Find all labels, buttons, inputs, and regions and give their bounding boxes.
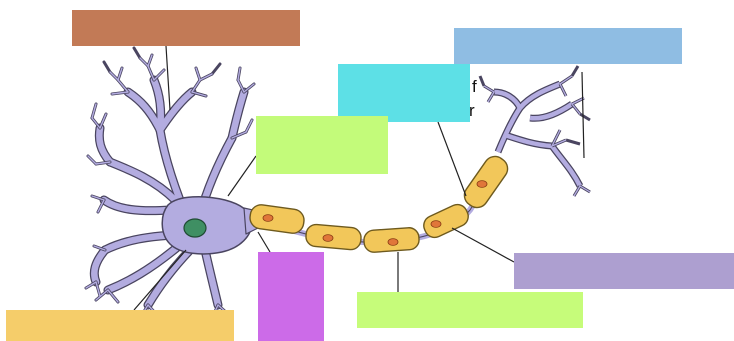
leader-line <box>166 46 170 110</box>
nucleus-label-box[interactable] <box>6 310 234 341</box>
neuron-body-group <box>86 48 262 318</box>
schwann-cell-label-box[interactable] <box>338 64 470 122</box>
dendrites-label-box[interactable] <box>72 10 300 46</box>
schwann-cell <box>363 227 419 253</box>
dendrite-trunks <box>94 80 244 305</box>
node-of-ranvier-label-box[interactable] <box>357 292 583 328</box>
schwann-cell <box>249 203 306 234</box>
leader-line <box>228 156 256 196</box>
soma <box>162 197 252 254</box>
schwann-cell <box>460 152 512 212</box>
cell-body-label-box[interactable] <box>256 116 388 174</box>
leader-line <box>258 232 270 252</box>
myelin-sheath-label-box[interactable] <box>514 253 734 289</box>
stray-text-lower: r <box>469 102 475 119</box>
axon-label-box[interactable] <box>258 252 324 341</box>
leader-line <box>452 228 514 262</box>
nucleus <box>184 219 206 237</box>
leader-line <box>438 122 466 196</box>
stray-text-upper: f <box>472 78 477 95</box>
axon-terminal-label-box[interactable] <box>454 28 682 64</box>
schwann-cell <box>305 224 362 251</box>
